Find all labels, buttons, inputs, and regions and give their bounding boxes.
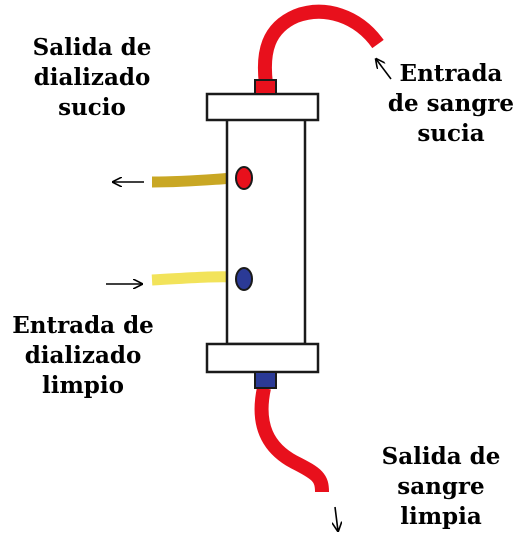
dirty-blood-inlet-tube	[257, 4, 384, 85]
arrow-down-icon	[335, 506, 338, 531]
dialyzer-bottom-cap	[205, 342, 320, 374]
label-line: Salida de	[381, 443, 501, 470]
dialyzer-cylinder	[225, 116, 307, 346]
clean-dialysate-inlet-tube	[151, 271, 237, 286]
label-line: sucio	[58, 94, 126, 121]
top-blood-port	[254, 79, 277, 95]
label-line: de sangre	[387, 90, 515, 117]
dialysate-outlet-port	[235, 166, 253, 190]
label-clean-blood-out: Salida de sangre limpia	[376, 442, 506, 532]
label-line: sucia	[417, 120, 485, 147]
clean-blood-outlet-tube	[254, 386, 329, 493]
label-clean-dialysate-in: Entrada de dializado limpio	[8, 311, 158, 401]
arrow-up-left-icon	[376, 59, 392, 80]
label-line: sangre	[397, 473, 485, 500]
dialysate-inlet-port	[235, 267, 253, 291]
bottom-blood-port	[254, 371, 277, 389]
label-dirty-dialysate-out: Salida de dializado sucio	[22, 33, 162, 123]
dirty-dialysate-outlet-tube	[151, 172, 237, 188]
label-line: dializado	[24, 342, 142, 369]
label-line: Entrada de	[12, 312, 154, 339]
dialyzer-top-cap	[205, 92, 320, 122]
label-line: Salida de	[32, 34, 152, 61]
label-line: dializado	[33, 64, 151, 91]
label-line: limpia	[400, 503, 482, 530]
label-line: limpio	[42, 372, 124, 399]
label-dirty-blood-in: Entrada de sangre sucia	[386, 59, 516, 149]
label-line: Entrada	[399, 60, 503, 87]
